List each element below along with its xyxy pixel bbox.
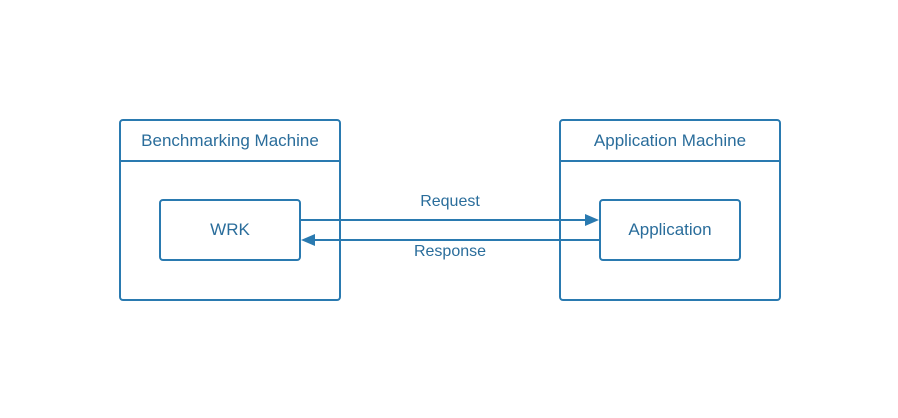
wrk-node: WRK [159,199,301,261]
application-machine-title: Application Machine [561,121,779,162]
request-label: Request [420,193,480,210]
benchmarking-machine-container: Benchmarking Machine [119,119,341,301]
benchmarking-machine-title: Benchmarking Machine [121,121,339,162]
response-label: Response [413,243,487,260]
application-node-label: Application [628,220,712,239]
application-node: Application [599,199,741,261]
wrk-node-label: WRK [210,220,250,239]
